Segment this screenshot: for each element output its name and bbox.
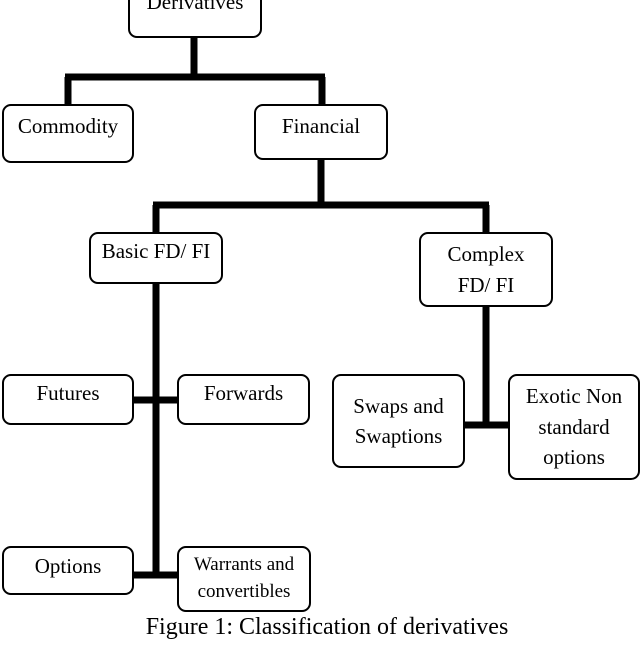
- node-forwards: Forwards: [177, 374, 310, 425]
- node-exotic-label-line1: Exotic Non: [525, 384, 623, 409]
- node-basic-label: Basic FD/ FI: [101, 239, 211, 263]
- node-complex-label-line1: Complex: [447, 242, 525, 267]
- node-derivatives-label: Derivatives: [146, 0, 244, 14]
- node-swaps-label-line2: Swaptions: [354, 424, 443, 448]
- node-financial: Financial: [254, 104, 388, 160]
- node-swaps-and-swaptions: Swaps and Swaptions: [332, 374, 465, 468]
- node-basic-fd-fi: Basic FD/ FI: [89, 232, 223, 284]
- node-commodity-label: Commodity: [17, 114, 119, 138]
- node-commodity: Commodity: [2, 104, 134, 163]
- node-warrants-label-line2: convertibles: [197, 581, 291, 602]
- node-exotic-non-standard-options: Exotic Non standard options: [508, 374, 640, 480]
- node-warrants-and-convertibles: Warrants and convertibles: [177, 546, 311, 612]
- node-complex-fd-fi: Complex FD/ FI: [419, 232, 553, 307]
- node-exotic-label-line3: options: [543, 445, 605, 470]
- node-futures: Futures: [2, 374, 134, 425]
- node-futures-label: Futures: [36, 381, 100, 405]
- figure-caption: Figure 1: Classification of derivatives: [145, 614, 509, 640]
- node-exotic-label-line2: standard: [538, 414, 610, 439]
- node-options-label: Options: [34, 554, 102, 578]
- node-forwards-label: Forwards: [203, 381, 284, 405]
- node-warrants-label-line1: Warrants and: [193, 554, 295, 576]
- node-complex-label-line2: FD/ FI: [457, 272, 515, 297]
- node-options: Options: [2, 546, 134, 595]
- node-swaps-label-line1: Swaps and: [353, 393, 444, 418]
- node-financial-label: Financial: [281, 114, 361, 138]
- node-derivatives: Derivatives: [128, 0, 262, 38]
